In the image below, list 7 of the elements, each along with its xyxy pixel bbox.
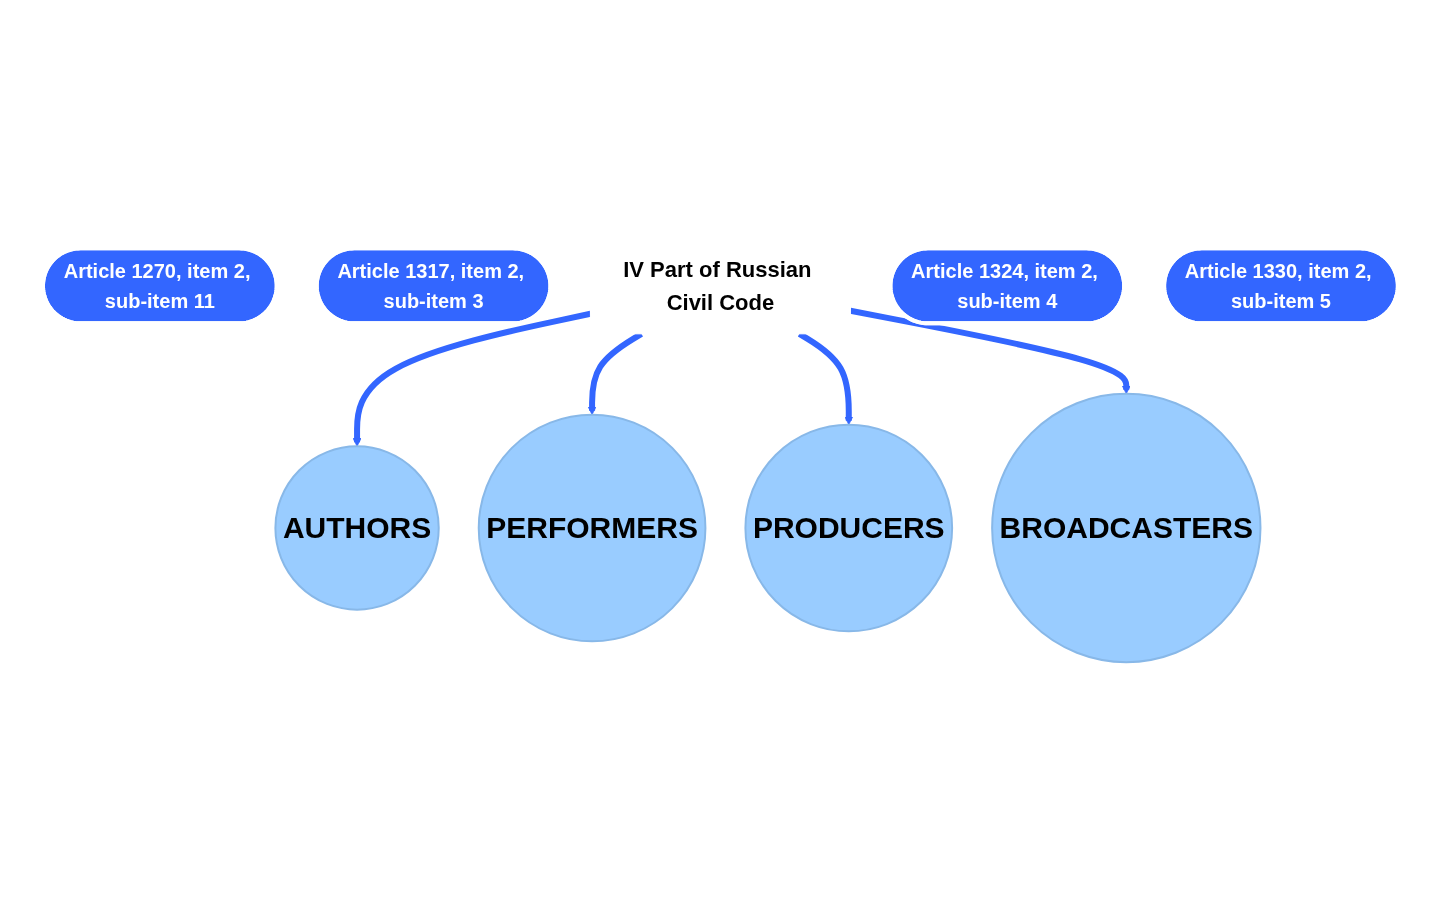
arrow xyxy=(352,310,592,447)
node-circle: PRODUCERS xyxy=(744,423,954,632)
node-circle: PERFORMERS xyxy=(477,413,707,642)
node-circle: BROADCASTERS xyxy=(991,392,1262,663)
node-circle: AUTHORS xyxy=(274,444,440,611)
node-text: IV Part of Russian Civil Code xyxy=(623,256,812,315)
arrow xyxy=(849,307,1131,394)
